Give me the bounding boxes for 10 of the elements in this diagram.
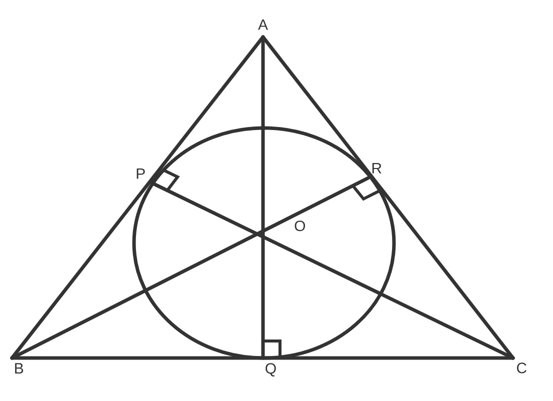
point-label: R (372, 163, 382, 174)
point-label: O (294, 220, 306, 232)
point-label: A (258, 19, 268, 30)
point-label: P (136, 168, 145, 179)
line-segment (150, 181, 515, 360)
point-label: B (15, 363, 24, 374)
line-segment (10, 356, 515, 360)
point-label: Q (266, 363, 276, 376)
line-segment (10, 176, 370, 360)
point-label: C (516, 362, 526, 374)
